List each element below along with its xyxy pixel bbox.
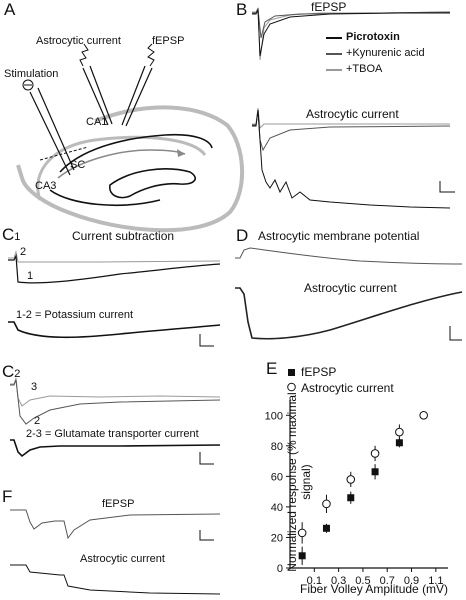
panel-b-legend-2: +Kynurenic acid xyxy=(346,47,425,59)
x-tick-label: 0.5 xyxy=(355,575,370,587)
panel-b-legend-3: +TBOA xyxy=(346,63,383,75)
panel-e-legend-astro: Astrocytic current xyxy=(301,381,394,395)
x-tick-label: 1.1 xyxy=(428,575,443,587)
x-tick-label: 0.7 xyxy=(380,575,395,587)
panel-c2-trace-2: 2 xyxy=(34,415,41,427)
panel-c1-trace-2: 2 xyxy=(20,246,27,258)
panel-e-legend-fepsp: fEPSP xyxy=(301,365,337,379)
fepsp-point xyxy=(395,439,403,447)
panel-a-fepsp-label: fEPSP xyxy=(152,35,185,47)
panel-e-ylabel: Normalized response (% maximal signal) xyxy=(285,382,313,582)
y-tick-label: 40 xyxy=(271,502,283,514)
panel-c1-result: 1-2 = Potassium current xyxy=(16,309,134,321)
panel-b-letter: B xyxy=(236,0,248,19)
panel-a-astro-label: Astrocytic current xyxy=(36,35,121,47)
fepsp-point xyxy=(347,494,355,502)
astro-point xyxy=(370,449,380,458)
y-tick-label: 20 xyxy=(271,532,283,544)
panel-a-stim-label: Stimulation xyxy=(4,68,59,80)
panel-d-mp-title: Astrocytic membrane potential xyxy=(258,229,420,243)
legend-astro-marker xyxy=(287,382,296,392)
panel-c1-title: Current subtraction xyxy=(72,229,175,243)
x-tick-label: 0.3 xyxy=(331,575,346,587)
fepsp-point xyxy=(322,524,330,532)
panel-c1-letter: C1 xyxy=(2,225,20,245)
y-tick-label: 60 xyxy=(271,471,283,483)
panel-c2-trace-3: 3 xyxy=(31,381,38,393)
astro-point xyxy=(395,427,404,437)
panel-a-ca3-label: CA3 xyxy=(35,180,57,192)
y-tick-label: 0 xyxy=(277,563,283,575)
panel-c2-letter-main: C xyxy=(2,362,15,381)
panel-f-ac-title: Astrocytic current xyxy=(80,553,165,565)
panel-c1-trace-1: 1 xyxy=(27,270,34,282)
panel-c2-letter-sub: 2 xyxy=(14,368,21,380)
panel-c1-letter-sub: 1 xyxy=(14,231,21,243)
panel-c2-result: 2-3 = Glutamate transporter current xyxy=(26,428,199,440)
astro-point xyxy=(419,410,428,420)
panel-b-legend-1: Picrotoxin xyxy=(346,31,400,43)
panel-e-xlabel: Fiber Volley Amplitude (mV) xyxy=(300,582,449,596)
fepsp-point xyxy=(371,468,379,476)
fepsp-point xyxy=(298,552,306,560)
panel-b-astro-title: Astrocytic current xyxy=(306,107,399,121)
panel-c2-letter: C2 xyxy=(2,362,20,382)
panel-a-sc-label: SC xyxy=(70,159,86,171)
panel-e-letter: E xyxy=(266,359,278,378)
panel-d-ac-title: Astrocytic current xyxy=(304,281,397,295)
y-tick-label: 80 xyxy=(271,441,283,453)
x-tick-label: 0.9 xyxy=(404,575,419,587)
y-tick-label: 100 xyxy=(265,410,283,422)
panel-f-letter: F xyxy=(2,487,13,506)
panel-c1-letter-main: C xyxy=(2,225,15,244)
x-tick-label: 0.1 xyxy=(307,575,322,587)
panel-e-ylabel-text: Normalized response (% maximal signal) xyxy=(285,392,313,572)
legend-fepsp-marker xyxy=(288,369,295,376)
astro-point xyxy=(297,528,307,538)
astro-point xyxy=(346,475,356,484)
panel-a-letter: A xyxy=(4,0,16,19)
panel-f-fepsp-title: fEPSP xyxy=(102,498,135,510)
panel-b-fepsp-title: fEPSP xyxy=(311,0,347,14)
panel-a-ca1-label: CA1 xyxy=(86,116,108,128)
astro-point xyxy=(322,499,331,509)
panel-d-letter: D xyxy=(236,226,249,245)
